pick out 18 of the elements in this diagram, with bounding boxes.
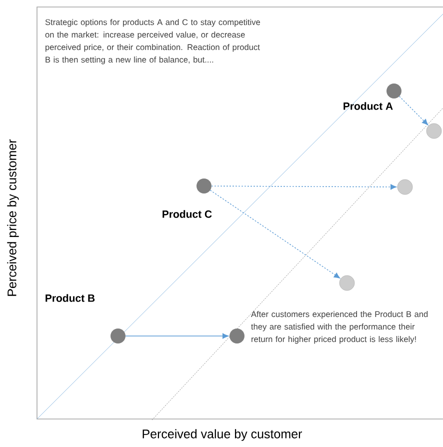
product-dot — [397, 179, 413, 195]
axis-title: Perceived value by customer — [142, 429, 302, 441]
product-label: Product C — [162, 210, 212, 218]
product-dot — [110, 328, 126, 344]
arrow — [125, 333, 229, 339]
product-dot — [230, 328, 244, 344]
product-label: Product B — [46, 294, 95, 302]
axis-title: Perceived price by customer — [7, 139, 19, 296]
annotation-text: After customers experienced the Product B and they are satisfied with the performance their return for higher priced product is less likely! — [251, 311, 428, 344]
product-label: Product A — [344, 102, 393, 110]
product-dot — [386, 84, 402, 98]
arrow — [210, 190, 340, 278]
product-dot — [426, 123, 442, 139]
product-dot — [339, 275, 355, 291]
annotation-text: Strategic options for products A and C to stay competitive on the market: increase perceived value, or decrease perceived price, or their combination. Reaction of product B is then setting a new line of balance, but.... — [45, 19, 260, 64]
product-dot — [196, 178, 212, 194]
arrow — [398, 96, 428, 126]
arrow — [211, 184, 397, 190]
